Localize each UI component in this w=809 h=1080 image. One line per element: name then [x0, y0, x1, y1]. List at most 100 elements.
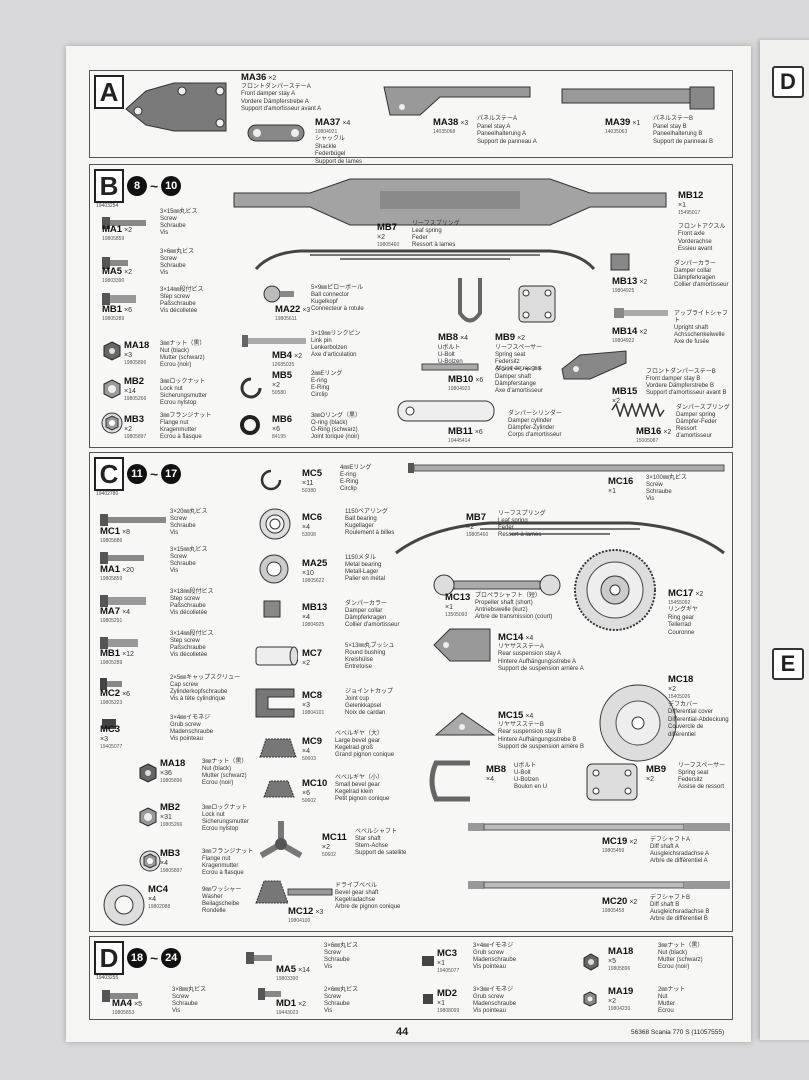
lock-nut-mb2-c-drawing	[139, 807, 157, 827]
screw-ma4-drawing	[102, 990, 138, 1002]
part-mb9-b: MB9×2	[495, 332, 526, 343]
section-a: A MA36×2 フロントダンパーステーA Front damper stay …	[89, 70, 733, 165]
next-page-section-e-letter: E	[772, 648, 804, 680]
desc-mb13-b: ダンパーカラー Damper collar Dämpferkragen Coll…	[674, 261, 729, 288]
desc-mc3-d: 3×4㎜イモネジ Grub screw Madenschraube Vis po…	[473, 943, 517, 970]
desc-md2: 3×3㎜イモネジ Grub screw Madenschraube Vis po…	[473, 987, 517, 1014]
nut-ma18-c-drawing	[139, 763, 157, 783]
desc-mc6: 1150ベアリング Ball bearing Kugellager Roulem…	[345, 509, 395, 536]
desc-mc5: 4㎜Eリング E-ring E-Ring Circlip	[340, 465, 372, 492]
desc-mc19: デフシャフトA Diff shaft A Ausgleichsradachse …	[650, 837, 710, 864]
u-bolt-drawing	[458, 278, 482, 323]
desc-mc11: ベベルシャフト Star shaft Stern-Achse Support d…	[355, 829, 407, 856]
upright-shaft-drawing	[614, 308, 668, 318]
step-end-badge: 10	[161, 176, 182, 196]
desc-mb5: 2㎜Eリング E-ring E-Ring Circlip	[311, 371, 343, 398]
metal-bearing-drawing	[259, 554, 289, 584]
desc-mb11: ダンパーシリンダー Damper cylinder Dämpfer-Zylind…	[508, 411, 562, 438]
star-shaft-drawing	[259, 821, 303, 859]
screw-mc16-drawing	[408, 463, 725, 473]
desc-mb9-b: リーフスペーサー Spring seat Federsitz Assise de…	[495, 345, 543, 372]
desc-ma18-d: 3㎜ナット（黒） Nut (black) Mutter (schwarz) Ec…	[658, 943, 704, 970]
section-b-letter: B	[94, 169, 124, 203]
ring-gear-drawing	[574, 549, 656, 631]
front-axle-drawing	[233, 178, 667, 226]
part-mb12: MB12×1 15495017 フロントアクスル Front axle Vord…	[678, 190, 726, 253]
desc-mc13: プロペラシャフト（短） Propeller shaft (short) Antr…	[475, 593, 553, 620]
round-bushing-drawing	[255, 646, 298, 666]
step-end-badge: 17	[161, 464, 182, 484]
grub-screw-md2-drawing	[423, 994, 433, 1004]
manual-page: A MA36×2 フロントダンパーステーA Front damper stay …	[66, 46, 751, 1042]
section-d-letter: D	[94, 941, 124, 975]
part-mb8-c: MB8×4	[486, 764, 507, 783]
screw-ma5-drawing	[102, 257, 128, 269]
desc-mc3-c: 3×4㎜イモネジ Grub screw Madenschraube Vis po…	[170, 715, 214, 742]
front-damper-stay-a-drawing	[125, 82, 227, 132]
washer-drawing	[103, 884, 145, 926]
desc-mc2: 2×5㎜キャップスクリュー Cap screw Zylinderkopfschr…	[170, 675, 241, 702]
o-ring-drawing	[240, 415, 260, 435]
bag-number: 19403254	[96, 203, 119, 209]
desc-ma18-c: 3㎜ナット（黒） Nut (black) Mutter (schwarz) Ec…	[202, 759, 248, 786]
shackle-drawing	[247, 124, 305, 142]
desc-mc4: 9㎜ワッシャー Washer Beilagscheibe Rondelle	[202, 887, 242, 914]
desc-mb2-c: 3㎜ロックナット Lock nut Sicherungsmutter Ecrou…	[202, 805, 250, 832]
front-damper-stay-b-drawing	[561, 350, 627, 380]
next-page-edge: D E	[760, 40, 809, 1040]
flange-nut-mb3-drawing	[101, 412, 123, 434]
desc-ma1: 3×15㎜丸ビス Screw Schraube Vis	[160, 209, 198, 236]
part-ma36: MA36×2 フロントダンパーステーA Front damper stay A …	[241, 72, 322, 113]
desc-mb3-b: 3㎜フランジナット Flange nut Kragenmutter Ecrou …	[160, 413, 212, 440]
desc-ma4: 3×8㎜丸ビス Screw Schraube Vis	[172, 987, 207, 1014]
page-number: 44	[396, 1026, 409, 1038]
ball-bearing-drawing	[259, 508, 291, 540]
desc-mc1: 3×20㎜丸ビス Screw Schraube Vis	[170, 509, 208, 536]
desc-mc12: ドライブベベル Bevel gear shaft Kegelradachse A…	[335, 883, 401, 910]
next-page-section-d-letter: D	[772, 66, 804, 98]
flange-nut-mb3-c-drawing	[139, 850, 161, 872]
joint-cup-drawing	[255, 688, 295, 718]
section-b: B 8 ~ 10 19403254 MB12×1 15495017 フロントアク…	[89, 164, 733, 448]
desc-mb3-c: 3㎜フランジナット Flange nut Kragenmutter Ecrou …	[202, 849, 254, 876]
spring-seat-drawing	[518, 285, 556, 323]
desc-mb15: フロントダンパーステーB Front damper stay B Vordere…	[646, 369, 727, 396]
small-bevel-gear-drawing	[263, 780, 295, 798]
step-start-badge: 11	[127, 464, 147, 484]
section-a-letter: A	[94, 75, 124, 109]
desc-mc20: デフシャフトB Diff shaft B Ausgleichsradachse …	[650, 895, 710, 922]
bag-number: 19403255	[96, 975, 119, 981]
desc-mc10: ベベルギヤ（小） Small bevel gear Kegelrad klein…	[335, 775, 390, 802]
step-screw-mb1-drawing	[102, 293, 136, 305]
desc-mb16: ダンパースプリング Damper spring Dämpfer-Feder Re…	[676, 405, 730, 439]
bevel-gear-shaft-drawing	[255, 880, 333, 904]
damper-cylinder-drawing	[397, 400, 495, 422]
step-end-badge: 24	[161, 948, 182, 968]
